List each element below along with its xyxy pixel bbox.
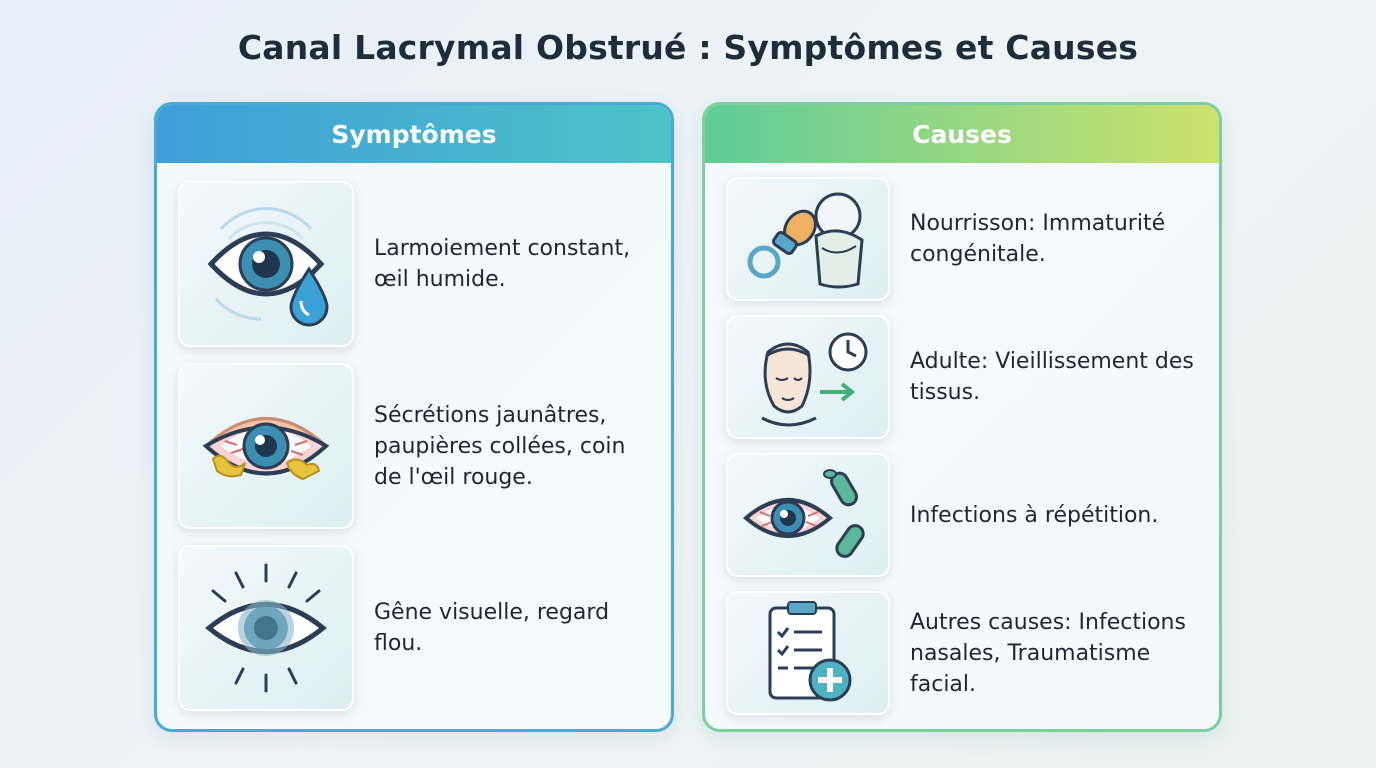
- cause-text: Infections à répétition.: [910, 502, 1159, 528]
- symptoms-header: Symptômes: [157, 105, 671, 163]
- causes-header: Causes: [705, 105, 1219, 163]
- causes-panel: Causes Nourrisson: Immaturité congénital…: [702, 102, 1222, 732]
- symptom-text: Gêne visuelle, regard flou.: [374, 600, 610, 656]
- infant-pacifier-icon: [726, 177, 890, 301]
- page-title: Canal Lacrymal Obstrué : Symptômes et Ca…: [237, 28, 1139, 67]
- cause-text: Adulte: Vieillissement des tissus.: [910, 349, 1194, 405]
- cause-item: Adulte: Vieillissement des tissus.: [726, 315, 1200, 439]
- infected-eye-bacteria-icon: [726, 453, 890, 577]
- discharge-eye-icon: [178, 363, 354, 529]
- symptoms-panel: Symptômes Larmoiement constant, œil humi…: [154, 102, 674, 732]
- symptom-item: Sécrétions jaunâtres, paupières collées,…: [178, 363, 659, 529]
- symptom-text: Sécrétions jaunâtres, paupières collées,…: [374, 402, 626, 490]
- cause-text: Autres causes: Infections nasales, Traum…: [910, 609, 1186, 697]
- cause-item: Autres causes: Infections nasales, Traum…: [726, 591, 1200, 715]
- aging-face-clock-icon: [726, 315, 890, 439]
- cause-text: Nourrisson: Immaturité congénitale.: [910, 211, 1166, 267]
- symptom-item: Larmoiement constant, œil humide.: [178, 181, 659, 347]
- symptom-text: Larmoiement constant, œil humide.: [374, 236, 631, 292]
- blurry-eye-icon: [178, 545, 354, 711]
- symptom-item: Gêne visuelle, regard flou.: [178, 545, 659, 711]
- cause-item: Nourrisson: Immaturité congénitale.: [726, 177, 1200, 301]
- medical-clipboard-icon: [726, 591, 890, 715]
- tearing-eye-icon: [178, 181, 354, 347]
- cause-item: Infections à répétition.: [726, 453, 1200, 577]
